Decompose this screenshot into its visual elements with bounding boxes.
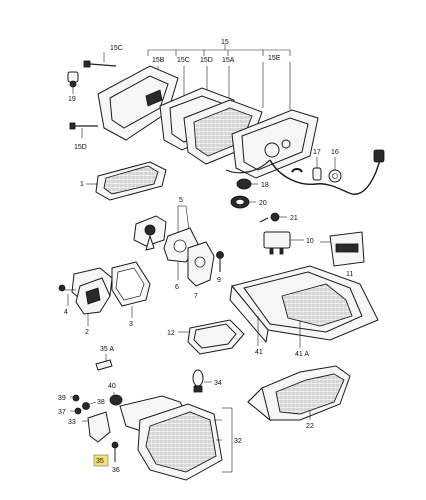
callout-18: 18: [261, 182, 269, 189]
callout-15c: 15C: [177, 57, 190, 64]
unit-12: [178, 319, 245, 355]
callout-15e: 15E: [268, 55, 281, 62]
lamp-22: [247, 365, 351, 422]
callout-12: 12: [167, 330, 175, 337]
callout-19: 19: [68, 96, 76, 103]
callout-15d-top: 15D: [200, 57, 213, 64]
callout-3: 3: [129, 321, 133, 328]
bulb-34: [192, 369, 212, 393]
callout-15d: 15D: [74, 144, 87, 151]
callout-39: 39: [58, 395, 66, 402]
callout-22: 22: [306, 423, 314, 430]
callout-38: 38: [97, 399, 105, 406]
callout-7: 7: [194, 293, 198, 300]
grommet-20: [230, 195, 256, 209]
callout-4: 4: [64, 309, 68, 316]
lamp-32: [119, 395, 233, 481]
lens-1: [86, 161, 167, 201]
screw-9: [216, 251, 224, 272]
callout-11: 11: [346, 271, 353, 278]
callout-37: 37: [58, 409, 66, 416]
callout-32: 32: [234, 438, 242, 445]
rear-housing-15c: [97, 65, 179, 141]
plate-7: [187, 241, 215, 287]
grommet-18: [236, 178, 258, 190]
callout-15b: 15B: [152, 57, 165, 64]
reflector-housing-15e: [231, 109, 319, 179]
bulb-17: [312, 157, 322, 181]
callout-33: 33: [68, 419, 76, 426]
callout-36: 36: [112, 467, 120, 474]
callout-21: 21: [290, 215, 298, 222]
callout-15a: 15A: [222, 57, 235, 64]
callout-16: 16: [331, 149, 339, 156]
callout-5: 5: [179, 197, 183, 204]
callout-41a: 41 A: [295, 351, 309, 358]
callout-15c-top: 15C: [110, 45, 123, 52]
callout-34: 34: [214, 380, 222, 387]
callout-35-highlight: [93, 454, 109, 467]
nut-37: [70, 407, 82, 415]
nut-39: [70, 394, 80, 402]
washer-38: [82, 401, 97, 410]
bulb-19: [67, 71, 79, 94]
callout-40: 40: [108, 383, 116, 390]
clip-35a: [95, 354, 113, 371]
relay-10: [263, 231, 304, 255]
callout-20: 20: [259, 200, 267, 207]
callout-41: 41: [255, 349, 263, 356]
callout-9: 9: [217, 277, 221, 284]
screw-36: [111, 441, 119, 462]
screw-15c: [83, 52, 117, 68]
socket-2: [75, 277, 111, 326]
callout-10: 10: [306, 238, 314, 245]
bracket-33: [82, 411, 111, 443]
screw-21: [259, 212, 287, 223]
screw-15d: [69, 122, 98, 138]
callout-35a: 35 A: [100, 346, 114, 353]
callout-1: 1: [80, 181, 84, 188]
connector-11: [320, 231, 365, 267]
callout-35: 35: [96, 458, 104, 465]
callout-17: 17: [313, 149, 321, 156]
wire-harness: [225, 149, 385, 195]
callout-6: 6: [175, 284, 179, 291]
housing-41: [229, 265, 379, 348]
nut-16: [328, 157, 342, 183]
group-15-bracket: [147, 44, 291, 110]
gasket-3: [111, 261, 151, 318]
grommet-40: [109, 392, 123, 406]
callout-15: 15: [221, 39, 229, 46]
callout-2: 2: [85, 329, 89, 336]
lamp-socket: [133, 215, 167, 251]
